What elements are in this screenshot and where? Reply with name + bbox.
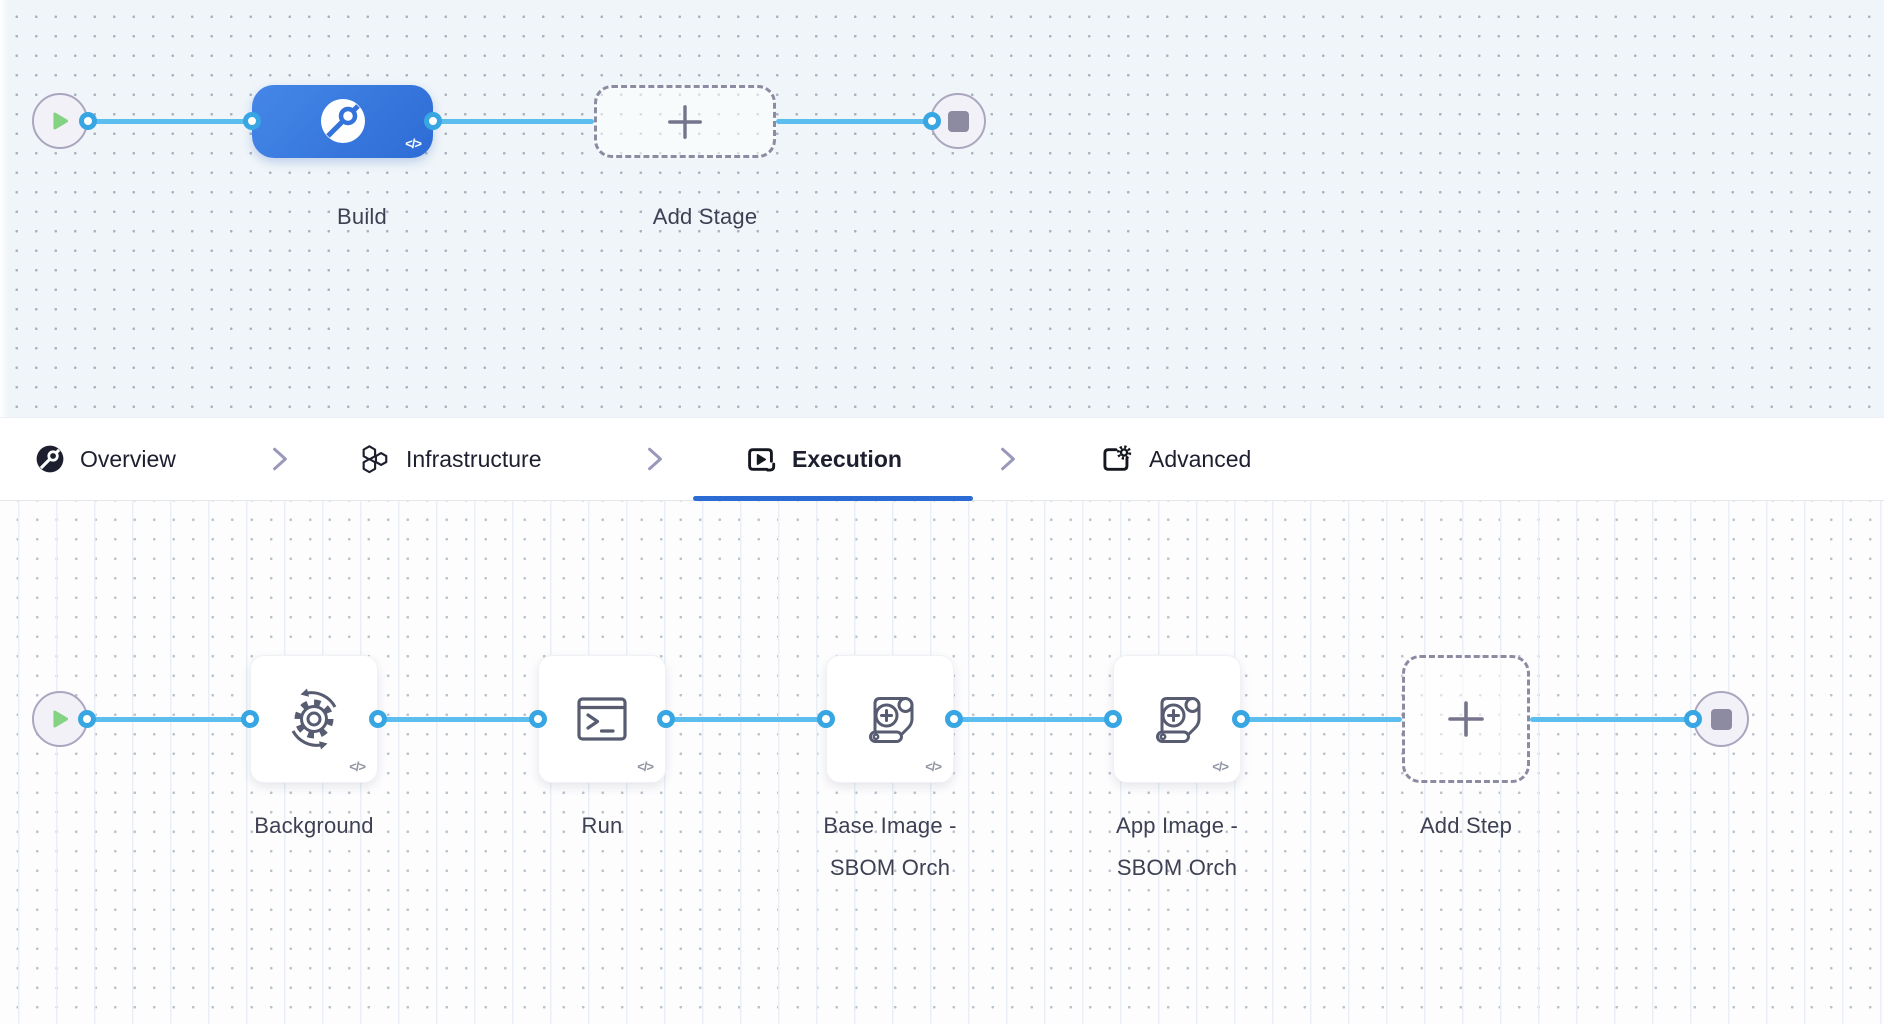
connector-port[interactable] [369,710,387,728]
tab-advanced[interactable]: Advanced [1100,418,1251,500]
connector-port[interactable] [1232,710,1250,728]
stop-icon [947,110,969,132]
execution-canvas[interactable]: </> </> [0,501,1884,1024]
play-icon [52,710,68,728]
connector-line [88,118,252,124]
step-node-base-image-sbom-orch[interactable]: </> [826,655,954,783]
active-tab-underline [693,496,973,501]
stage-label-build[interactable]: Build [242,196,482,238]
step-label-background[interactable]: Background [194,805,434,847]
connector-port[interactable] [1104,710,1122,728]
box-gear-icon [1103,444,1132,471]
connector-port[interactable] [657,710,675,728]
stage-label-add-stage[interactable]: Add Stage [585,196,825,238]
connector-line [666,716,826,722]
connector-port[interactable] [424,112,442,130]
gear-sync-icon [291,688,337,750]
tab-label: Infrastructure [406,445,542,472]
tab-execution[interactable]: Execution [745,418,902,500]
step-label-add-step[interactable]: Add Step [1346,805,1586,847]
stage-label-text: Add Stage [652,204,758,229]
execution-end-node[interactable] [1693,691,1749,747]
step-label-app-image-sbom-orch[interactable]: App Image - SBOM Orch [1057,805,1297,889]
step-label-text: Add Step [1419,813,1513,838]
plus-icon [1448,701,1484,737]
code-braces-badge[interactable]: </> [349,759,366,774]
step-label-text: SBOM Orch [1116,855,1238,880]
connector-port[interactable] [78,710,96,728]
step-label-text: App Image - [1115,813,1239,838]
connector-port[interactable] [923,112,941,130]
stage-tab-bar: Overview Infrastructure [0,417,1884,501]
stage-node-build[interactable]: </> [252,84,433,158]
code-braces-badge[interactable]: </> [405,135,422,151]
connector-port[interactable] [529,710,547,728]
code-braces-badge[interactable]: </> [1212,759,1229,774]
step-node-background[interactable]: </> [250,655,378,783]
connector-line [1530,716,1693,722]
connector-line [954,716,1113,722]
pipeline-end-node[interactable] [930,93,986,149]
plus-icon [668,104,702,139]
tab-infrastructure[interactable]: Infrastructure [360,418,542,500]
connector-port[interactable] [79,112,97,130]
scroll-plus-icon [869,697,914,743]
stage-canvas[interactable]: </> Build Add Stage [0,0,1884,417]
harness-ci-disc-icon [36,445,64,473]
play-icon [52,112,68,130]
connector-port[interactable] [945,710,963,728]
step-node-app-image-sbom-orch[interactable]: </> [1113,655,1241,783]
stage-label-text: Build [337,204,387,229]
add-stage-node[interactable] [594,85,776,158]
stop-icon [1710,708,1732,730]
connector-port[interactable] [817,710,835,728]
connector-line [433,118,594,124]
connector-port[interactable] [243,112,261,130]
step-node-run[interactable]: </> [538,655,666,783]
chevron-right-icon [647,418,663,500]
step-label-base-image-sbom-orch[interactable]: Base Image - SBOM Orch [770,805,1010,889]
step-label-run[interactable]: Run [482,805,722,847]
tab-overview[interactable]: Overview [36,418,176,500]
scroll-plus-icon [1156,697,1201,743]
harness-ci-disc-icon [320,99,365,143]
hexagons-icon [362,445,388,474]
tab-label: Overview [80,445,176,472]
add-step-node[interactable] [1402,655,1530,783]
terminal-icon [577,697,627,741]
pipeline-start-node[interactable] [32,93,88,149]
step-label-text: Background [254,813,374,838]
connector-line [776,118,932,124]
connector-line [378,716,538,722]
connector-line [1241,716,1402,722]
tab-label: Advanced [1149,445,1252,472]
step-label-text: SBOM Orch [829,855,951,880]
chevron-right-icon [1000,418,1016,500]
play-box-icon [748,447,776,471]
code-braces-badge[interactable]: </> [925,759,942,774]
chevron-right-icon [272,418,288,500]
connector-port[interactable] [241,710,259,728]
connector-line [87,716,250,722]
step-label-text: Run [581,813,623,838]
connector-port[interactable] [1684,710,1702,728]
code-braces-badge[interactable]: </> [637,759,654,774]
tab-label: Execution [792,445,902,472]
step-label-text: Base Image - [823,813,957,838]
